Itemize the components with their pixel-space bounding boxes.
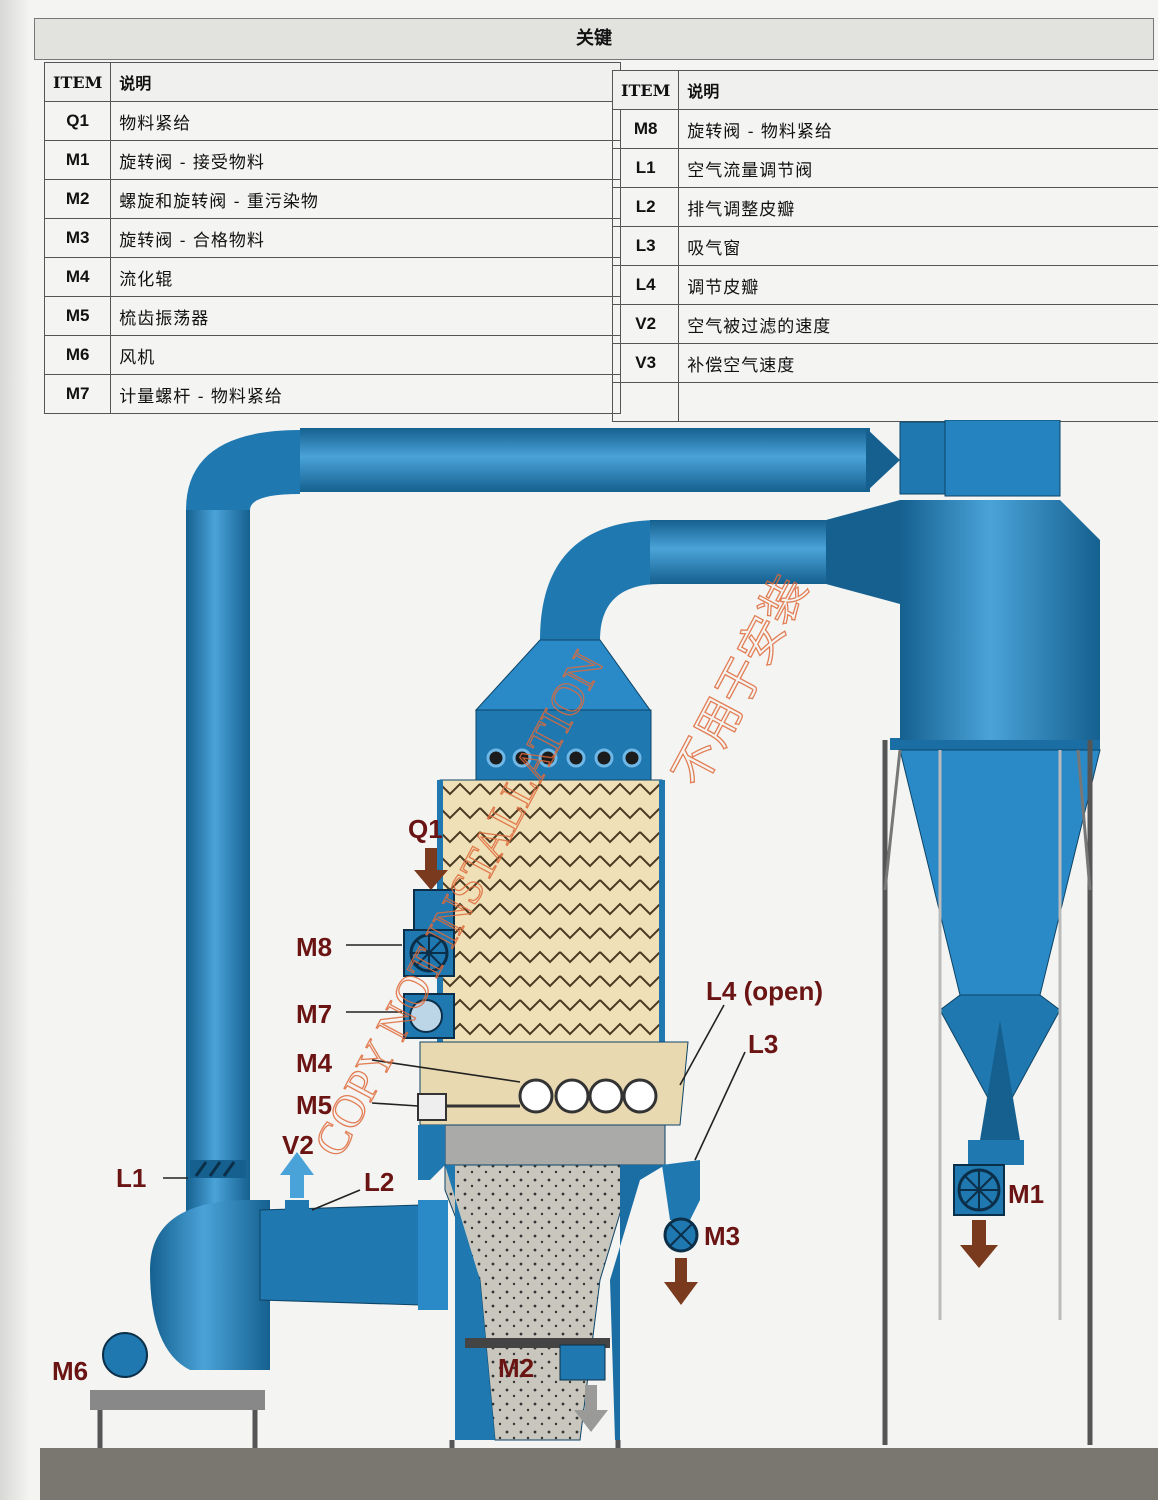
fan-m6 xyxy=(90,1200,448,1448)
column-header-item: ITEM xyxy=(611,70,680,110)
item-code xyxy=(611,382,680,422)
rotary-valve-m1 xyxy=(953,1164,1005,1216)
page-edge-shadow xyxy=(0,0,30,1500)
comb-oscillator-m5 xyxy=(417,1093,520,1121)
label-v2: V2 xyxy=(282,1130,314,1160)
item-code: V2 xyxy=(611,304,680,344)
item-code: L1 xyxy=(611,148,680,188)
exhaust-flap-l2 xyxy=(285,1200,309,1218)
item-code: M1 xyxy=(43,140,112,180)
item-code: M7 xyxy=(43,374,112,414)
item-code: M6 xyxy=(43,335,112,375)
item-code: Q1 xyxy=(43,101,112,141)
item-code: M5 xyxy=(43,296,112,336)
leader-lines xyxy=(163,944,746,1211)
filter-tower xyxy=(418,639,689,1448)
item-desc: 空气被过滤的速度 xyxy=(678,304,1158,344)
item-desc: 旋转阀 - 物料紧给 xyxy=(678,109,1158,149)
label-q1: Q1 xyxy=(408,814,443,844)
cyclone-inlet-duct xyxy=(540,500,900,640)
legend-header-row: ITEM 说明 xyxy=(43,62,621,102)
item-desc: 物料紧给 xyxy=(110,101,621,141)
item-desc: 旋转阀 - 接受物料 xyxy=(110,140,621,180)
item-desc: 吸气窗 xyxy=(678,226,1158,266)
legend-header-row: ITEM 说明 xyxy=(611,70,1158,110)
metering-screw-m7 xyxy=(403,993,455,1039)
item-code: V3 xyxy=(611,343,680,383)
item-desc: 调节皮瓣 xyxy=(678,265,1158,305)
legend-title: 关键 xyxy=(34,18,1154,60)
label-l2: L2 xyxy=(364,1167,394,1197)
item-desc: 风机 xyxy=(110,335,621,375)
item-code: M3 xyxy=(43,218,112,258)
item-desc: 螺旋和旋转阀 - 重污染物 xyxy=(110,179,621,219)
item-code: M4 xyxy=(43,257,112,297)
table-row xyxy=(611,382,1158,422)
label-m3: M3 xyxy=(704,1221,740,1251)
fluidizing-rollers-m4 xyxy=(518,1078,658,1114)
label-m8: M8 xyxy=(296,932,332,962)
label-m4: M4 xyxy=(296,1048,333,1078)
discharge-arrow-m1 xyxy=(960,1220,998,1268)
air-flow-damper-l1 xyxy=(190,1160,246,1178)
label-l4-open: L4 (open) xyxy=(706,976,823,1006)
airflow-arrow-v2 xyxy=(280,1152,314,1198)
label-m6: M6 xyxy=(52,1356,88,1386)
rotary-valve-m3 xyxy=(662,1160,700,1253)
column-header-item: ITEM xyxy=(43,62,112,102)
item-desc: 流化辊 xyxy=(110,257,621,297)
watermark-chinese: 不用于安装 xyxy=(664,568,817,795)
item-desc xyxy=(678,382,1158,422)
item-code: L2 xyxy=(611,187,680,227)
process-diagram: COPY NOT INSTALLATION 不用于安装 Q1 M8 M7 M4 … xyxy=(40,420,1158,1500)
column-header-desc: 说明 xyxy=(110,62,621,102)
discharge-arrow-m2 xyxy=(574,1385,608,1432)
item-desc: 排气调整皮瓣 xyxy=(678,187,1158,227)
item-desc: 旋转阀 - 合格物料 xyxy=(110,218,621,258)
column-header-desc: 说明 xyxy=(678,70,1158,110)
item-code: M8 xyxy=(611,109,680,149)
label-m5: M5 xyxy=(296,1090,332,1120)
return-air-duct xyxy=(186,420,1061,1310)
item-desc: 补偿空气速度 xyxy=(678,343,1158,383)
discharge-arrow-m3 xyxy=(664,1258,698,1305)
item-desc: 空气流量调节阀 xyxy=(678,148,1158,188)
label-l1: L1 xyxy=(116,1163,146,1193)
item-code: M2 xyxy=(43,179,112,219)
screw-rotary-valve-m2 xyxy=(465,1338,610,1381)
item-code: L3 xyxy=(611,226,680,266)
cyclone-separator xyxy=(882,500,1101,1445)
label-l3: L3 xyxy=(748,1029,778,1059)
item-desc: 梳齿振荡器 xyxy=(110,296,621,336)
label-m7: M7 xyxy=(296,999,332,1029)
label-m1: M1 xyxy=(1008,1179,1044,1209)
item-code: L4 xyxy=(611,265,680,305)
label-m2: M2 xyxy=(498,1353,534,1383)
feed-rotary-valve-m8 xyxy=(403,889,455,977)
item-desc: 计量螺杆 - 物料紧给 xyxy=(110,374,621,414)
feed-arrow-q1 xyxy=(414,848,448,890)
floor xyxy=(40,1448,1158,1500)
